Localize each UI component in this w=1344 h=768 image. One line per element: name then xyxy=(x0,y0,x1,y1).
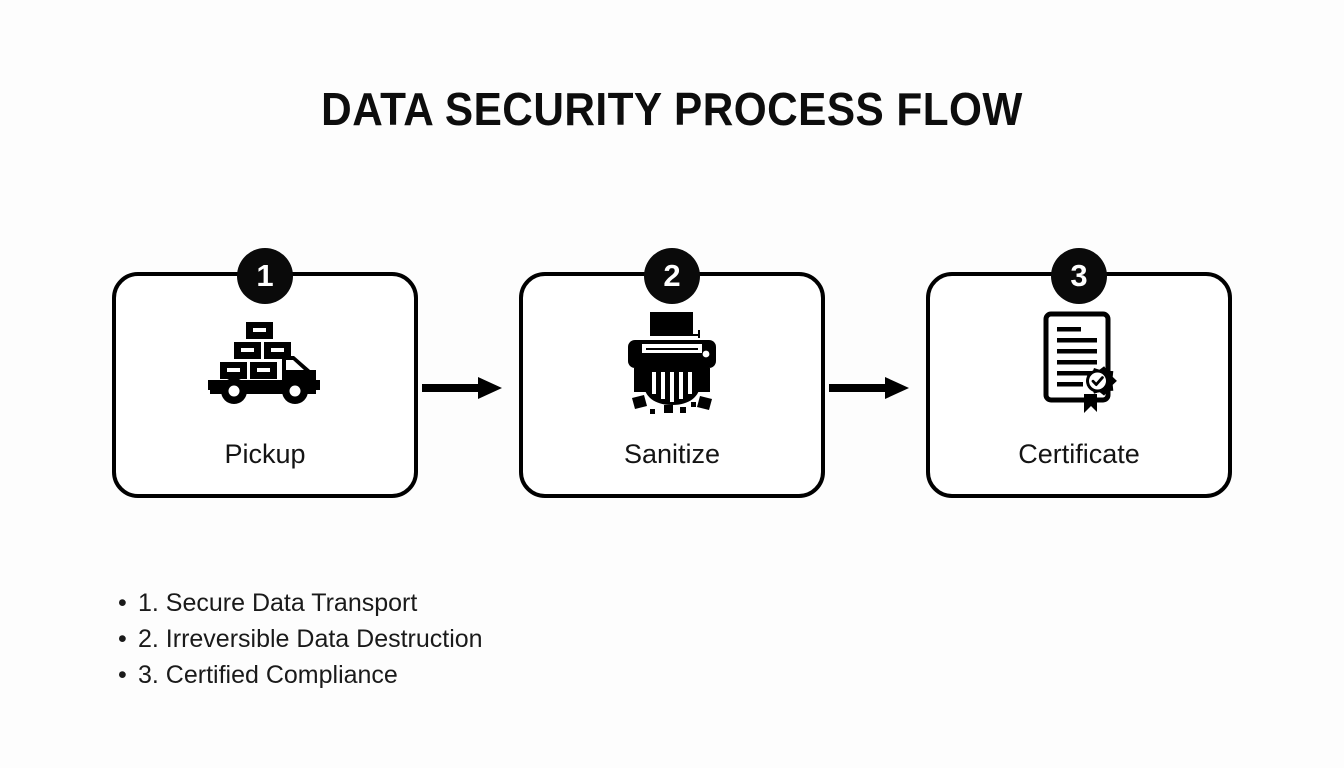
flow-step-card-2[interactable]: 2 xyxy=(519,248,825,498)
summary-bullet-list: • 1. Secure Data Transport • 2. Irreversib… xyxy=(118,585,483,693)
bullet-icon: • xyxy=(118,589,127,617)
list-item-label: 1. Secure Data Transport xyxy=(138,589,418,617)
arrow-right-icon xyxy=(422,375,509,401)
step-number-badge-3: 3 xyxy=(1051,248,1107,304)
list-item-label: 3. Certified Compliance xyxy=(138,661,398,689)
flow-step-card-1[interactable]: 1 xyxy=(112,248,418,498)
bullet-icon: • xyxy=(118,625,127,653)
step-number-badge-2: 2 xyxy=(644,248,700,304)
list-item: • 3. Certified Compliance xyxy=(118,657,483,693)
step-number-badge-1: 1 xyxy=(237,248,293,304)
flow-step-card-3[interactable]: 3 Certificate xyxy=(926,248,1232,498)
list-item-label: 2. Irreversible Data Destruction xyxy=(138,625,483,653)
flow-step-label-1: Pickup xyxy=(224,439,306,469)
list-item: • 2. Irreversible Data Destruction xyxy=(118,621,483,657)
certificate-seal-icon xyxy=(930,310,1228,414)
list-item: • 1. Secure Data Transport xyxy=(118,585,483,621)
arrow-right-icon xyxy=(829,375,916,401)
flow-step-label-3: Certificate xyxy=(1018,439,1140,469)
truck-with-boxes-icon xyxy=(116,310,414,414)
process-flow-row: 1 xyxy=(112,248,1232,502)
flow-step-label-2: Sanitize xyxy=(623,439,721,469)
page-title: DATA SECURITY PROCESS FLOW xyxy=(321,83,1023,135)
bullet-icon: • xyxy=(118,661,127,689)
paper-shredder-icon xyxy=(523,310,821,414)
